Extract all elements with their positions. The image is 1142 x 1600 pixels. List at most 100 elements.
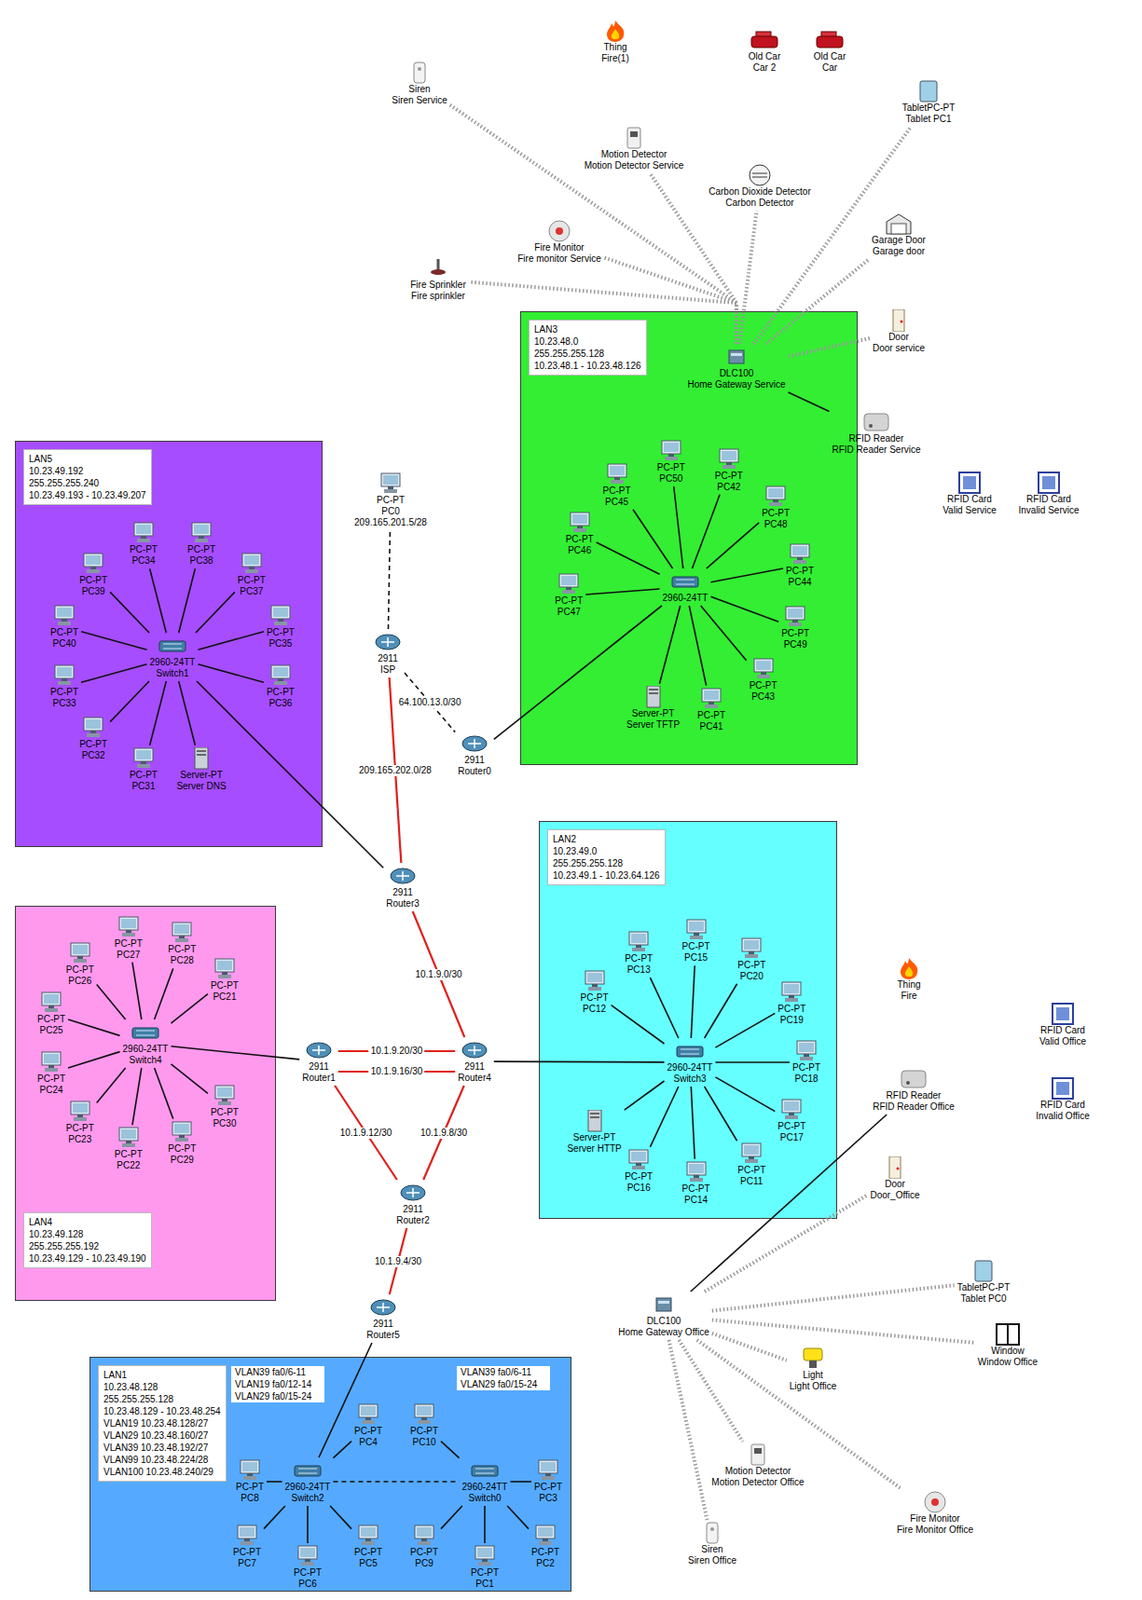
icon-part (371, 1300, 396, 1316)
icon-part (300, 1548, 316, 1558)
icon-part (430, 269, 446, 276)
device-icon (761, 485, 790, 509)
device-node: PC-PTPC44 (784, 542, 816, 590)
icon-part (277, 678, 284, 682)
icon-part (803, 1348, 823, 1362)
device-icon (399, 1182, 427, 1205)
icon-part (274, 621, 288, 626)
device-name: PC20 (740, 971, 764, 983)
device-name: PC50 (659, 473, 683, 485)
icon-part (542, 1539, 549, 1542)
icon-part (889, 1156, 901, 1180)
address-line: 255.255.255.192 (28, 1240, 147, 1253)
device-name: Valid Office (1039, 1036, 1087, 1048)
device-model: PC-PT (50, 687, 79, 699)
icon-part (588, 987, 602, 991)
icon-part (122, 933, 136, 937)
device-node: PC-PTPC35 (264, 604, 297, 651)
device-icon (293, 1545, 322, 1569)
vlan-port-label: VLAN29 fa0/15-24 (231, 1390, 325, 1404)
device-model: PC-PT (682, 941, 711, 953)
device-model: RFID Card (1040, 1025, 1086, 1037)
lan-name: LAN3 (534, 323, 642, 336)
device-node: PC-PTPC28 (165, 921, 198, 968)
icon-part (221, 1099, 228, 1102)
device-icon (750, 28, 779, 52)
device-model: PC-PT (624, 1171, 653, 1184)
icon-part (664, 456, 678, 461)
ethernet-link (150, 681, 167, 746)
icon-part (975, 1261, 992, 1282)
device-node: PC-PTPC17 (775, 1098, 808, 1145)
icon-part (710, 1527, 715, 1532)
icon-part (742, 938, 761, 952)
device-model: Window (990, 1346, 1025, 1358)
icon-part (687, 1162, 706, 1176)
device-node: Motion DetectorMotion Detector Service (582, 125, 687, 173)
ethernet-link (690, 1114, 887, 1293)
device-icon (601, 19, 630, 42)
ethernet-link (110, 681, 150, 723)
device-name: PC15 (684, 952, 708, 964)
icon-part (635, 1163, 642, 1167)
icon-part (55, 605, 74, 620)
device-icon (235, 1459, 264, 1483)
device-icon (619, 126, 648, 150)
ethernet-link (170, 1064, 207, 1094)
device-model: TabletPC-PT (957, 1282, 1011, 1294)
icon-part (891, 223, 907, 234)
icon-part (467, 739, 482, 749)
device-node: RFID ReaderRFID Reader Office (870, 1067, 957, 1115)
device-name: Server DNS (176, 781, 226, 793)
icon-part (48, 1065, 55, 1069)
device-model: Thing (603, 41, 627, 54)
device-name: Fire(1) (601, 53, 629, 65)
link-network-label: 10.1.9.0/30 (412, 969, 464, 981)
device-icon (79, 716, 108, 740)
icon-part (90, 566, 97, 570)
device-icon (373, 631, 402, 654)
icon-part (121, 919, 137, 929)
icon-part (417, 1541, 431, 1546)
ethernet-link (509, 1481, 532, 1484)
device-name: ISP (380, 664, 396, 676)
device-model: RFID Card (947, 494, 992, 506)
icon-part (85, 555, 101, 565)
ethernet-link (690, 965, 695, 1039)
device-node: PC-PTPC18 (790, 1039, 823, 1087)
device-name: PC9 (414, 1558, 433, 1570)
device-model: Server-PT (573, 1132, 617, 1144)
device-icon (792, 1040, 821, 1063)
device-icon (785, 543, 814, 566)
lan-region: LAN310.23.48.0255.255.255.12810.23.48.1 … (520, 311, 858, 766)
device-name: PC17 (780, 1132, 804, 1144)
device-node: PC-PTPC48 (759, 484, 792, 532)
icon-part (475, 1469, 495, 1474)
icon-part (658, 1301, 670, 1305)
icon-part (744, 954, 758, 959)
device-model: 2960-24TT (462, 1482, 509, 1494)
wireless-link (450, 105, 737, 344)
icon-part (896, 1168, 900, 1171)
device-icon (777, 1099, 806, 1122)
icon-part (906, 1081, 910, 1086)
icon-part (591, 984, 598, 988)
ethernet-link (440, 1442, 460, 1459)
device-name: PC25 (40, 1025, 64, 1037)
device-node: Fire MonitorFire monitor Service (515, 219, 603, 266)
device-icon (388, 865, 417, 888)
icon-part (689, 1178, 703, 1183)
icon-part (1006, 1324, 1009, 1346)
icon-part (614, 477, 620, 481)
icon-part (83, 717, 103, 731)
icon-part (242, 1462, 258, 1473)
icon-part (788, 1113, 795, 1116)
address-line: 255.255.255.128 (534, 347, 642, 360)
icon-part (751, 1444, 765, 1466)
device-model: PC-PT (785, 565, 814, 578)
device-model: PC-PT (50, 627, 79, 639)
ethernet-link (178, 681, 196, 746)
ethernet-link (150, 568, 167, 633)
device-icon (369, 1296, 398, 1320)
device-node: PC-PTPC33 (48, 663, 81, 711)
